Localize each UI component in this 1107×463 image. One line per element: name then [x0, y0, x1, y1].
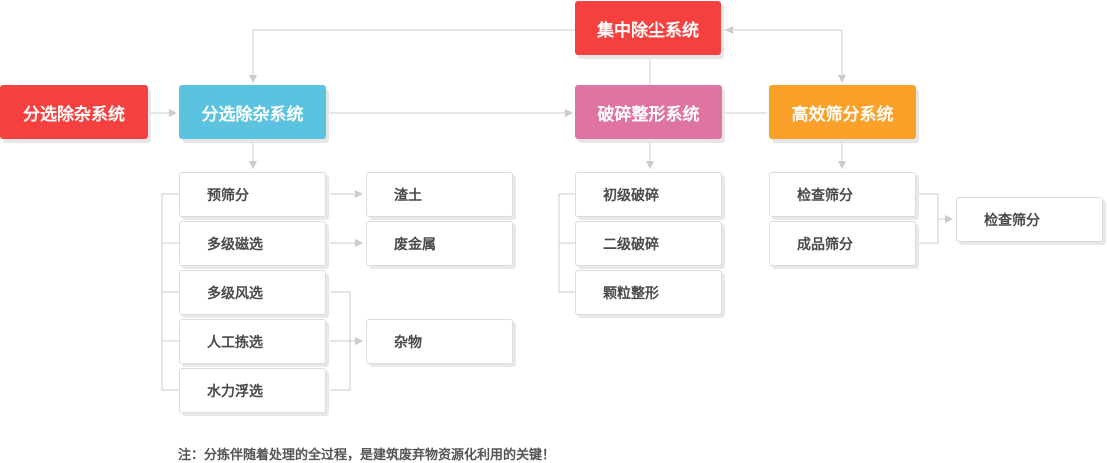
sorting-system-left-label: 分选除杂系统 — [23, 104, 125, 125]
output-label: 废金属 — [394, 236, 436, 253]
screen-output-label: 检查筛分 — [984, 212, 1040, 229]
sort-item-label: 人工拣选 — [207, 334, 263, 351]
crushing-system: 破碎整形系统 — [575, 85, 722, 139]
output-debris: 杂物 — [366, 319, 513, 364]
sort-item-label: 预筛分 — [207, 187, 249, 204]
crush-item-label: 二级破碎 — [603, 236, 659, 253]
output-scrap-metal: 废金属 — [366, 221, 513, 266]
output-soil: 渣土 — [366, 172, 513, 217]
sort-item-magnetic: 多级磁选 — [179, 221, 326, 266]
screen-item-label: 成品筛分 — [797, 236, 853, 253]
crush-item-label: 初级破碎 — [603, 187, 659, 204]
sort-item-label: 水力浮选 — [207, 383, 263, 400]
output-label: 杂物 — [394, 334, 422, 351]
dust-collection-label: 集中除尘系统 — [597, 20, 699, 41]
sort-item-water: 水力浮选 — [179, 368, 326, 413]
crush-item-secondary: 二级破碎 — [575, 221, 722, 266]
footnote: 注：分拣伴随着处理的全过程，是建筑废弃物资源化利用的关键！ — [178, 448, 556, 463]
screen-item-label: 检查筛分 — [797, 187, 853, 204]
screen-item-check: 检查筛分 — [769, 172, 916, 217]
screening-system-label: 高效筛分系统 — [791, 104, 894, 125]
sort-item-label: 多级风选 — [207, 285, 263, 302]
sort-item-label: 多级磁选 — [207, 236, 263, 253]
sort-item-manual: 人工拣选 — [179, 319, 326, 364]
screening-system: 高效筛分系统 — [769, 85, 916, 139]
crush-item-shaping: 颗粒整形 — [575, 270, 722, 315]
crush-item-primary: 初级破碎 — [575, 172, 722, 217]
sorting-system-label: 分选除杂系统 — [201, 104, 304, 125]
output-label: 渣土 — [394, 187, 422, 204]
sort-item-prescreen: 预筛分 — [179, 172, 326, 217]
screen-item-product: 成品筛分 — [769, 221, 916, 266]
sort-item-wind: 多级风选 — [179, 270, 326, 315]
dust-collection-system: 集中除尘系统 — [575, 1, 721, 55]
sorting-system-left: 分选除杂系统 — [0, 85, 148, 139]
crushing-system-label: 破碎整形系统 — [597, 104, 700, 125]
screen-output-check: 检查筛分 — [956, 197, 1103, 242]
crush-item-label: 颗粒整形 — [603, 285, 659, 302]
sorting-system: 分选除杂系统 — [179, 85, 326, 139]
